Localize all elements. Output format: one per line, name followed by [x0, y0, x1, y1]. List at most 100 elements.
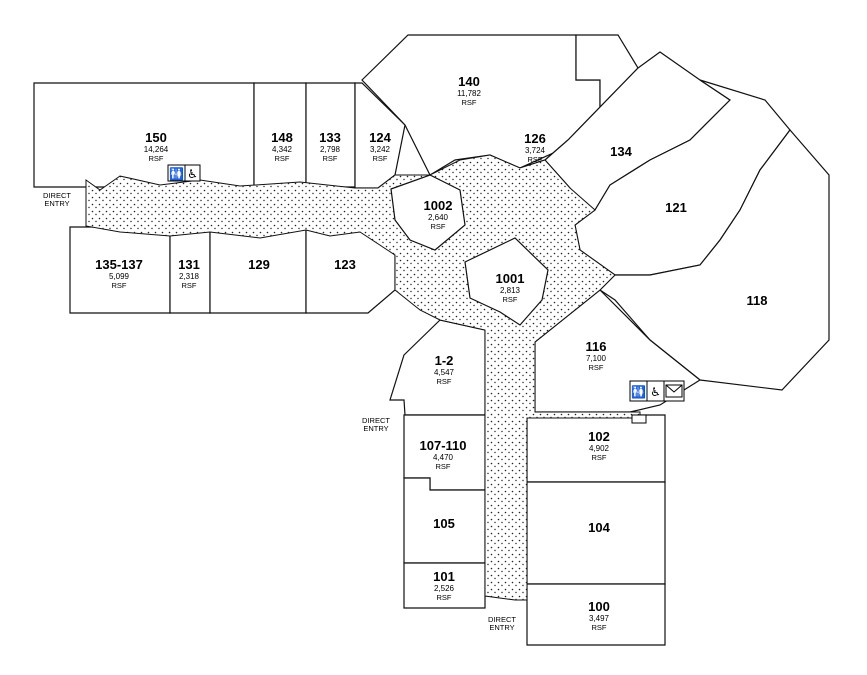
- suite-label-104: 104: [588, 520, 610, 535]
- suite-area-unit: RSF: [112, 281, 127, 290]
- suite-area-unit: RSF: [373, 154, 388, 163]
- suite-area-unit: RSF: [503, 295, 518, 304]
- accessible-icon: ♿: [187, 167, 198, 181]
- suite-area: 2,640: [428, 213, 449, 222]
- suite-number: 131: [178, 257, 200, 272]
- amenities-east: 🚻 ♿: [629, 380, 685, 424]
- suite-area: 5,099: [109, 272, 130, 281]
- mailbox-icon: [631, 414, 647, 424]
- suite-label-123: 123: [334, 257, 356, 272]
- suite-number: 100: [588, 599, 610, 614]
- suite-100-shape[interactable]: [526, 583, 666, 646]
- suite-number: 102: [588, 429, 610, 444]
- direct-entry-label: DIRECT: [43, 191, 71, 200]
- suite-area: 2,318: [179, 272, 200, 281]
- suite-number: 135-137: [95, 257, 143, 272]
- suite-number: 104: [588, 520, 610, 535]
- suite-150-shape[interactable]: [33, 82, 255, 188]
- mail-icon: [663, 380, 685, 402]
- corridors: [85, 154, 641, 601]
- suite-number: 123: [334, 257, 356, 272]
- suite-area-unit: RSF: [431, 222, 446, 231]
- suite-area-unit: RSF: [462, 98, 477, 107]
- suite-number: 101: [433, 569, 455, 584]
- suite-label-121: 121: [665, 200, 687, 215]
- direct-entry-south[interactable]: DIRECT ENTRY: [488, 615, 516, 632]
- suite-area: 14,264: [144, 145, 169, 154]
- suite-area: 7,100: [586, 354, 607, 363]
- suite-area: 3,497: [589, 614, 610, 623]
- suite-area-unit: RSF: [323, 154, 338, 163]
- direct-entry-label: ENTRY: [44, 199, 69, 208]
- suite-area-unit: RSF: [437, 377, 452, 386]
- suite-number: 107-110: [420, 438, 467, 453]
- suite-area: 4,342: [272, 145, 293, 154]
- suite-area: 2,526: [434, 584, 455, 593]
- suite-number: 140: [458, 74, 480, 89]
- mail-icon: [665, 384, 683, 398]
- direct-entry-west[interactable]: DIRECT ENTRY: [43, 191, 71, 208]
- center-island-a: [390, 174, 466, 251]
- suite-shapes: [33, 34, 830, 646]
- suite-number: 126: [524, 131, 546, 146]
- suite-area-unit: RSF: [528, 155, 543, 164]
- restroom-icon: 🚻: [169, 167, 184, 181]
- suite-number: 121: [665, 200, 687, 215]
- suite-number: 129: [248, 257, 270, 272]
- suite-area: 2,798: [320, 145, 341, 154]
- accessible-icon: [184, 164, 201, 182]
- direct-entry-label: DIRECT: [488, 615, 516, 624]
- suite-101-shape[interactable]: [403, 562, 486, 609]
- direct-entry-label: DIRECT: [362, 416, 390, 425]
- direct-entry-label: ENTRY: [363, 424, 388, 433]
- restroom-icon: 🚻: [631, 385, 646, 399]
- suite-area: 3,724: [525, 146, 546, 155]
- suite-area-unit: RSF: [182, 281, 197, 290]
- direct-entry-label: ENTRY: [489, 623, 514, 632]
- suite-label-134: 134: [610, 144, 632, 159]
- suite-area-unit: RSF: [275, 154, 290, 163]
- suite-number: 116: [586, 339, 607, 354]
- suite-number: 150: [145, 130, 167, 145]
- suite-area: 4,902: [589, 444, 610, 453]
- suite-number: 134: [610, 144, 632, 159]
- suite-number: 133: [319, 130, 341, 145]
- suite-area: 4,470: [433, 453, 454, 462]
- suite-area: 4,547: [434, 368, 455, 377]
- suite-area-unit: RSF: [592, 623, 607, 632]
- suite-area-unit: RSF: [592, 453, 607, 462]
- suite-area: 11,782: [457, 89, 481, 98]
- suite-number: 118: [747, 293, 768, 308]
- amenities-west: 🚻 ♿: [167, 164, 201, 182]
- suite-area-unit: RSF: [149, 154, 164, 163]
- center-island-b: [464, 237, 549, 326]
- suite-area-unit: RSF: [436, 462, 451, 471]
- suite-label-118: 118: [747, 293, 768, 308]
- suite-number: 124: [369, 130, 391, 145]
- suite-area-unit: RSF: [437, 593, 452, 602]
- suite-label-129: 129: [248, 257, 270, 272]
- suite-number: 1001: [496, 271, 525, 286]
- suite-area: 3,242: [370, 145, 391, 154]
- suite-labels: 15014,264RSF1484,342RSF1332,798RSF1243,2…: [95, 74, 767, 632]
- accessible-icon: ♿: [650, 385, 661, 399]
- suite-number: 105: [433, 516, 455, 531]
- direct-entry-south-west[interactable]: DIRECT ENTRY: [362, 416, 390, 433]
- suite-number: 148: [271, 130, 293, 145]
